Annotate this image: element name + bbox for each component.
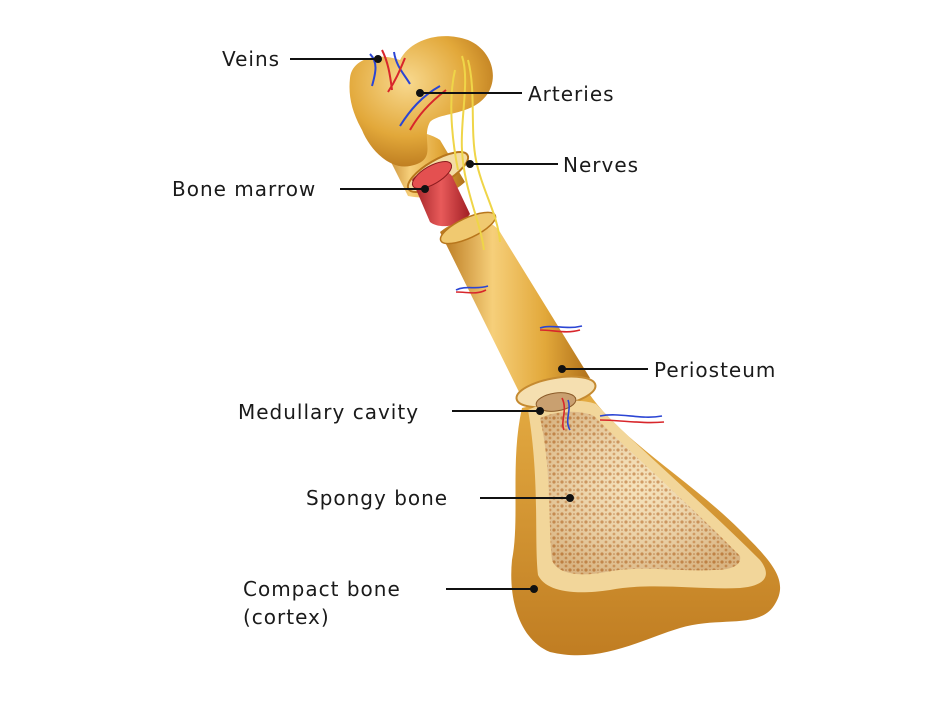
label-medullary-cavity: Medullary cavity xyxy=(238,400,419,424)
upper-epiphysis xyxy=(349,36,493,167)
label-compact-bone: Compact bone xyxy=(243,577,401,601)
shaft-vessels xyxy=(455,285,665,431)
leader-lines xyxy=(290,55,648,593)
top-vessels xyxy=(369,49,447,131)
lower-shaft xyxy=(440,219,590,398)
label-bone-marrow: Bone marrow xyxy=(172,177,316,201)
medullary-cavity-hole xyxy=(535,392,577,412)
nerve-fibers xyxy=(450,55,501,251)
label-compact-bone-cortex: (cortex) xyxy=(243,605,330,629)
label-nerves: Nerves xyxy=(563,153,639,177)
label-veins: Veins xyxy=(222,47,280,71)
label-arteries: Arteries xyxy=(528,82,615,106)
label-spongy-bone: Spongy bone xyxy=(306,486,448,510)
label-periosteum: Periosteum xyxy=(654,358,776,382)
